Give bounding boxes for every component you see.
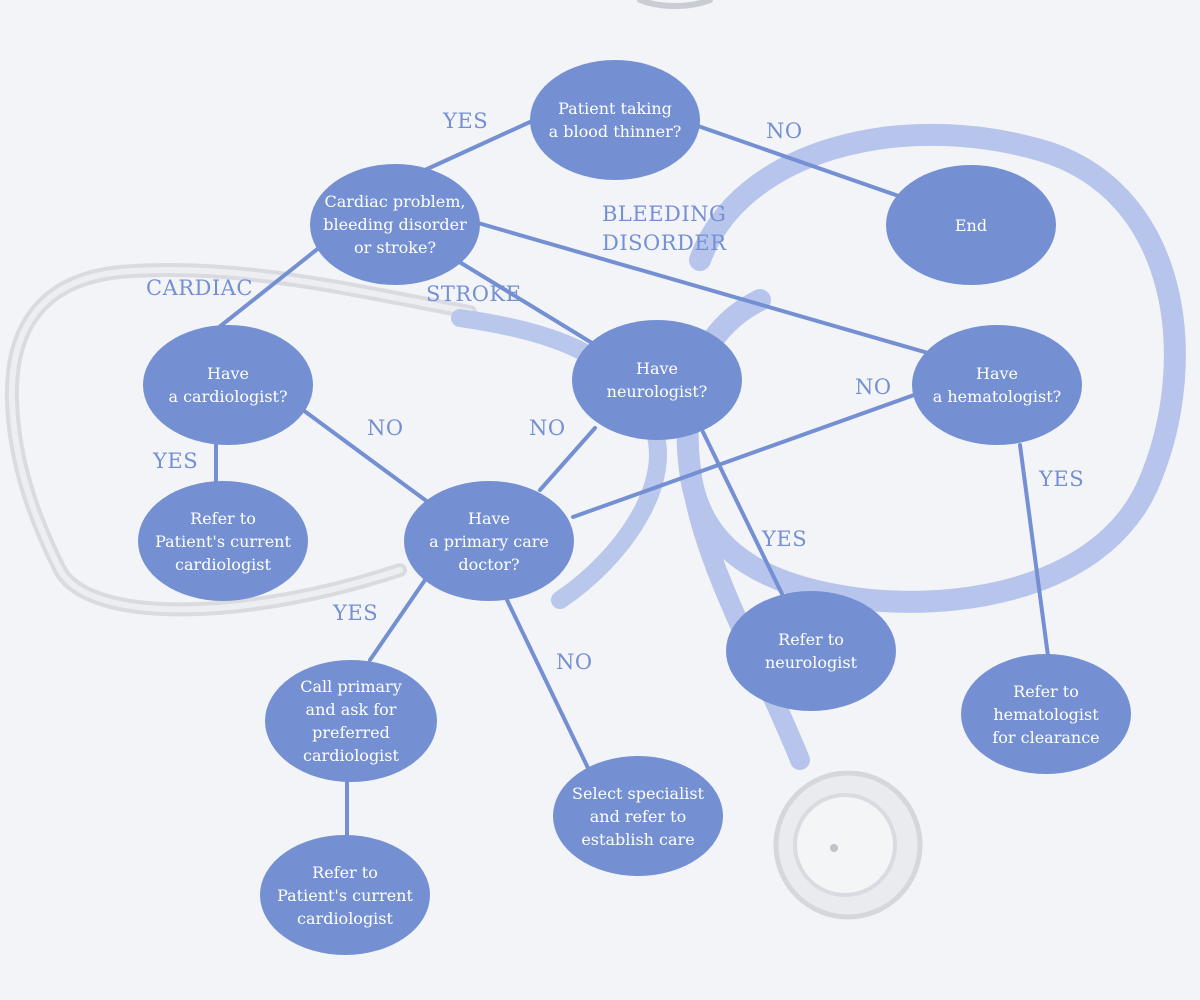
label-stroke: STROKE: [426, 282, 522, 306]
edge-neurologist-yes: [701, 430, 787, 602]
edge-thinner-yes: [423, 120, 532, 172]
label-primary-yes: YES: [333, 601, 379, 625]
label-cardiac: CARDIAC: [146, 276, 253, 300]
node-refer-current-cardiologist-2: Refer to Patient's current cardiologist: [260, 835, 430, 955]
label-cardiologist-no: NO: [367, 416, 404, 440]
label-primary-no: NO: [556, 650, 593, 674]
edge-condition-stroke: [446, 253, 594, 345]
node-refer-neurologist: Refer to neurologist: [726, 591, 896, 711]
node-neurologist-question: Have neurologist?: [572, 320, 742, 440]
edge-hematologist-no: [571, 393, 916, 519]
edge-primary-no: [505, 598, 590, 770]
edge-cardiologist-no: [301, 408, 438, 510]
node-hematologist-question: Have a hematologist?: [912, 325, 1082, 445]
edge-condition-cardiac: [216, 245, 322, 330]
label-hematologist-yes: YES: [1039, 467, 1085, 491]
node-cardiologist-question: Have a cardiologist?: [143, 325, 313, 445]
node-call-primary: Call primary and ask for preferred cardi…: [265, 660, 437, 782]
edge-condition-bleeding: [476, 221, 930, 355]
node-end: End: [886, 165, 1056, 285]
node-primary-care-question: Have a primary care doctor?: [404, 481, 574, 601]
edge-primary-yes: [368, 578, 427, 662]
label-cardiologist-yes: YES: [153, 449, 199, 473]
label-bleeding-disorder: BLEEDING DISORDER: [602, 202, 727, 255]
node-refer-current-cardiologist: Refer to Patient's current cardiologist: [138, 481, 308, 601]
edge-neurologist-no: [538, 426, 597, 492]
label-hematologist-no: NO: [855, 375, 892, 399]
label-neurologist-no: NO: [529, 416, 566, 440]
label-neurologist-yes: YES: [762, 527, 808, 551]
node-condition: Cardiac problem, bleeding disorder or st…: [310, 164, 480, 285]
edge-hematologist-yes: [1018, 443, 1050, 658]
label-thinner-yes: YES: [443, 109, 489, 133]
label-thinner-no: NO: [766, 119, 803, 143]
node-blood-thinner: Patient taking a blood thinner?: [530, 60, 700, 180]
node-select-specialist: Select specialist and refer to establish…: [553, 756, 723, 876]
node-refer-hematologist: Refer to hematologist for clearance: [961, 654, 1131, 774]
edge-thinner-no: [696, 124, 912, 202]
